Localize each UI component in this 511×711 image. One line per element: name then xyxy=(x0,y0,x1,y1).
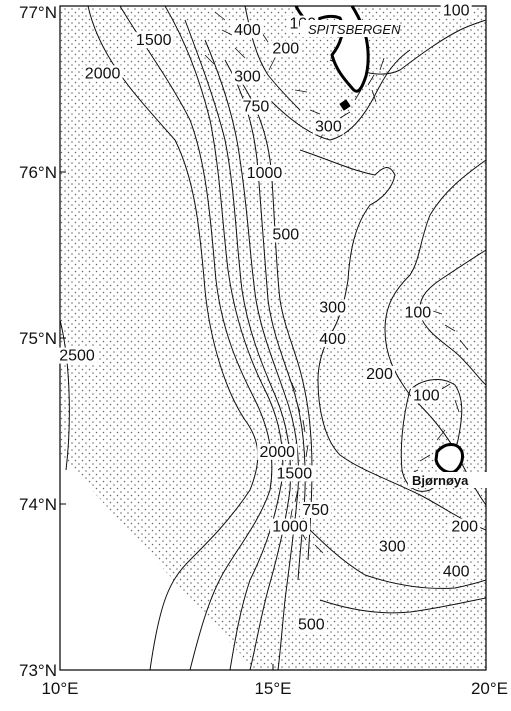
contour-line-400-south xyxy=(319,597,486,614)
contour-label-bg-24 xyxy=(440,2,472,19)
contour-label-bg-20 xyxy=(376,538,408,555)
contour-label-bg-21 xyxy=(449,518,481,535)
contour-label-bg-5 xyxy=(231,68,263,85)
contour-labels: 1500 2000 400 200 100 300 750 300 1000 500 300 400 2… xyxy=(57,2,481,634)
contour-label-22: 400 xyxy=(443,563,470,580)
contour-label-bg-0 xyxy=(133,32,174,49)
contour-line-200-north xyxy=(269,49,411,141)
contour-label-19: 750 xyxy=(302,502,329,519)
contour-line-400 xyxy=(224,59,306,581)
contour-label-bg-22 xyxy=(440,563,472,580)
contour-label-8: 1000 xyxy=(247,165,283,182)
contour-label-3: 200 xyxy=(272,40,299,57)
contour-label-bg-10 xyxy=(317,299,349,316)
contour-line-2000-north xyxy=(87,6,259,670)
contour-label-6: 750 xyxy=(243,99,270,116)
contour-line-2500 xyxy=(60,319,70,471)
contour-label-bg-19 xyxy=(300,501,332,518)
contour-label-12: 2500 xyxy=(59,348,95,365)
contour-label-21: 200 xyxy=(451,519,478,536)
contour-label-bg-2 xyxy=(231,22,263,39)
spitsbergen-islet xyxy=(339,99,351,111)
lat-label-3: 74°N xyxy=(19,495,57,514)
contour-label-bg-8 xyxy=(244,164,285,181)
contour-label-7: 300 xyxy=(315,119,342,136)
contour-label-5: 300 xyxy=(234,69,261,86)
lat-label-2: 75°N xyxy=(19,329,57,348)
contour-label-bg-15 xyxy=(410,387,442,404)
bjornoya-coastline xyxy=(434,443,464,474)
contour-label-17: 1500 xyxy=(277,465,313,482)
contour-label-23: 500 xyxy=(298,617,325,634)
contour-label-13: 100 xyxy=(404,304,431,321)
lon-label-0: 10°E xyxy=(41,679,78,698)
no-data-region xyxy=(60,455,255,670)
longitude-tick-labels: 10°E 15°E 20°E xyxy=(41,664,508,698)
contour-line-750 xyxy=(184,19,291,670)
lon-label-1: 15°E xyxy=(254,679,291,698)
contour-label-1: 2000 xyxy=(85,65,121,82)
contour-line-500 xyxy=(204,39,299,670)
contour-label-2: 400 xyxy=(234,22,261,39)
contour-label-0: 1500 xyxy=(136,32,172,49)
contour-label-bg-12 xyxy=(57,347,98,364)
contour-label-11: 400 xyxy=(319,331,346,348)
contour-line-300-east xyxy=(299,149,486,531)
contour-label-bg-23 xyxy=(295,616,327,633)
contour-label-bg-1 xyxy=(82,65,123,82)
contour-label-bg-17 xyxy=(274,465,315,482)
place-label-bjornoya: Bjørnøya xyxy=(412,473,469,488)
contour-label-bg-7 xyxy=(312,118,344,135)
contour-label-14: 200 xyxy=(366,366,393,383)
contour-label-bg-14 xyxy=(364,365,395,382)
contour-line-300-south xyxy=(299,519,486,589)
contour-label-bg-3 xyxy=(270,40,302,57)
contour-label-24: 100 xyxy=(443,2,470,19)
place-label-spitsbergen: SPITSBERGEN xyxy=(308,22,401,37)
latitude-tick-labels: 77°N 76°N 75°N 74°N 73°N xyxy=(19,3,66,680)
contour-label-bg-18 xyxy=(270,518,311,535)
contour-label-9: 500 xyxy=(272,226,299,243)
contour-label-16: 2000 xyxy=(259,444,295,461)
contour-label-bg-6 xyxy=(240,98,272,115)
lat-label-4: 73°N xyxy=(19,661,57,680)
contour-label-bg-13 xyxy=(402,304,434,321)
contour-label-10: 300 xyxy=(319,299,346,316)
contour-label-20: 300 xyxy=(379,538,406,555)
lat-label-1: 76°N xyxy=(19,163,57,182)
lon-label-2: 20°E xyxy=(471,679,508,698)
contour-label-18: 1000 xyxy=(272,519,308,536)
contour-label-15: 100 xyxy=(413,387,440,404)
contour-line-1500 xyxy=(119,6,273,670)
contour-label-bg-16 xyxy=(257,443,298,460)
contour-line-1000 xyxy=(164,6,284,670)
contour-label-bg-9 xyxy=(270,226,302,243)
contour-label-bg-11 xyxy=(317,330,349,347)
lat-label-0: 77°N xyxy=(19,3,57,22)
